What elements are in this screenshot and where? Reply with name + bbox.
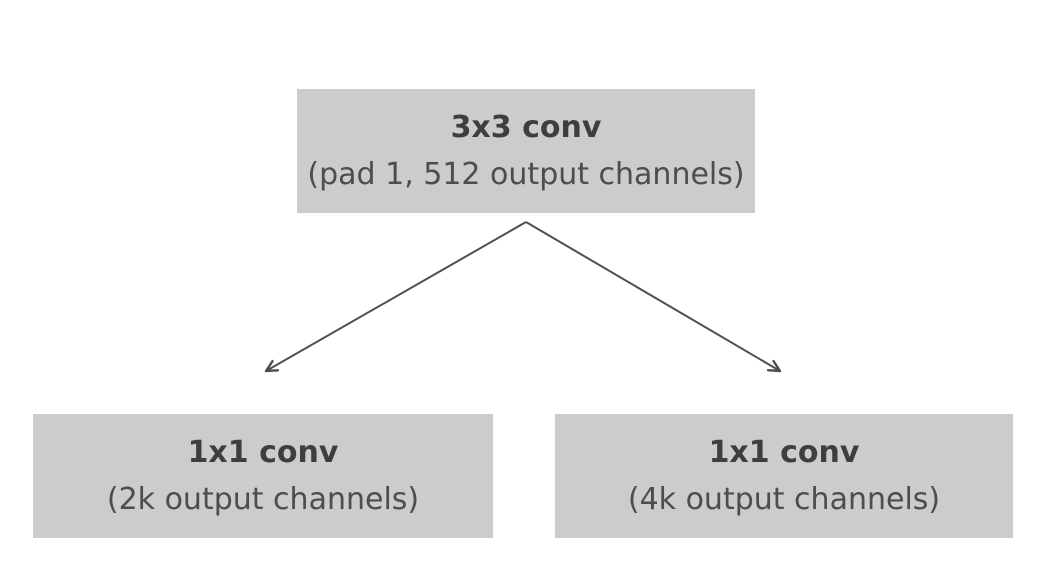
node-conv3x3: 3x3 conv (pad 1, 512 output channels) xyxy=(297,89,755,213)
node-conv3x3-subtitle: (pad 1, 512 output channels) xyxy=(307,157,745,192)
node-conv1x1-4k: 1x1 conv (4k output channels) xyxy=(555,414,1013,538)
node-conv1x1-4k-subtitle: (4k output channels) xyxy=(627,482,941,517)
node-conv1x1-2k-title: 1x1 conv xyxy=(187,435,339,470)
arrow-to-right-branch-icon xyxy=(525,221,782,373)
node-conv1x1-2k-subtitle: (2k output channels) xyxy=(106,482,420,517)
node-conv1x1-4k-title: 1x1 conv xyxy=(708,435,860,470)
arrow-to-left-branch-icon xyxy=(264,221,527,373)
node-conv1x1-2k: 1x1 conv (2k output channels) xyxy=(33,414,493,538)
node-conv3x3-title: 3x3 conv xyxy=(450,110,602,145)
